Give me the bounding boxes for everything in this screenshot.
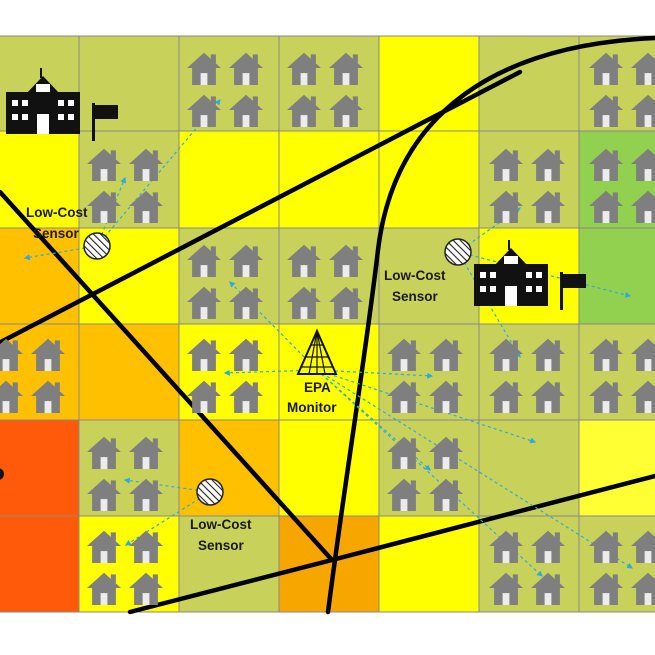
dispersion-arrow xyxy=(316,369,634,569)
grid-cell xyxy=(379,36,479,131)
grid-cell xyxy=(579,420,655,516)
grid-cell xyxy=(279,420,379,516)
sensor-label-line2: Sensor xyxy=(198,538,245,553)
edge-marker-icon xyxy=(0,468,4,480)
flag-icon xyxy=(92,103,118,141)
road-diagonal-upper xyxy=(0,69,523,345)
sensor-label-line2: Sensor xyxy=(33,226,80,241)
dispersion-arrow xyxy=(124,491,211,546)
monitor-icon xyxy=(296,328,338,375)
grid-cell xyxy=(0,516,79,612)
grid-cell xyxy=(379,516,479,612)
sensor-label-line1: Low-Cost xyxy=(384,268,446,283)
dispersion-arrow xyxy=(316,369,537,444)
grid-cell xyxy=(0,420,79,516)
grid-cell xyxy=(479,516,579,612)
monitor-label-line1: EPA xyxy=(304,380,331,395)
road-bottom xyxy=(127,473,655,615)
school-icon xyxy=(6,68,80,134)
dispersion-arrow xyxy=(96,99,221,247)
sensor-label-line1: Low-Cost xyxy=(26,205,88,220)
grid-cell xyxy=(479,324,579,420)
sensor-label-line2: Sensor xyxy=(392,289,439,304)
grid-cell xyxy=(179,131,279,228)
sensor-icon xyxy=(196,478,224,506)
grid-cell xyxy=(0,131,79,228)
school-icon xyxy=(474,240,548,306)
sensor-icon xyxy=(444,238,472,266)
sensor-label-line1: Low-Cost xyxy=(190,517,252,532)
monitor-label-line2: Monitor xyxy=(287,400,337,415)
grid-cell xyxy=(579,228,655,324)
flag-icon xyxy=(560,272,586,310)
road-curve-vertical xyxy=(325,35,655,615)
dispersion-arrow xyxy=(123,477,211,493)
sensor-icon xyxy=(83,232,111,260)
dispersion-arrow xyxy=(316,369,434,379)
grid-cell xyxy=(479,131,579,228)
grid-cell xyxy=(279,131,379,228)
grid-cell xyxy=(179,420,279,516)
